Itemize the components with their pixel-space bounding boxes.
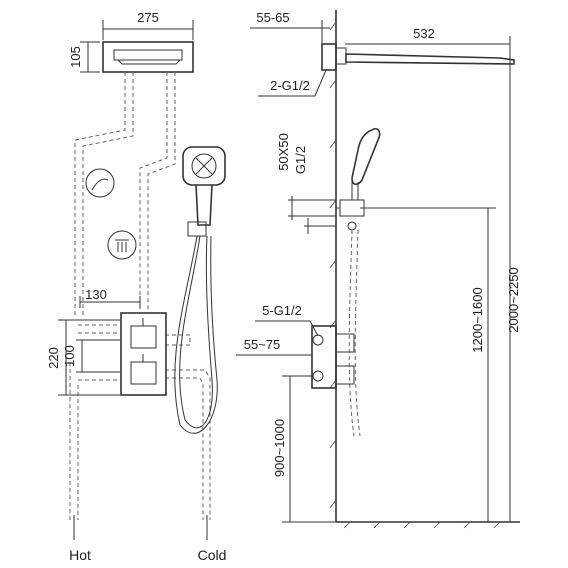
label-2-g12: 2-G1/2 <box>258 69 327 97</box>
dim-900-1000: 900~1000 <box>272 375 336 523</box>
bracket-dim-text: 50X50 <box>276 133 291 171</box>
dim-valve-width-text: 130 <box>85 287 107 302</box>
handset-thread-text: G1/2 <box>293 146 308 174</box>
top-thread-text: 2-G1/2 <box>270 78 310 93</box>
valve-depth-text: 55~75 <box>244 337 281 352</box>
valve-floor-height-text: 900~1000 <box>272 419 287 477</box>
rain-shower-head-front <box>102 41 194 73</box>
valve-plate-front <box>120 312 167 396</box>
dim-height-top-text: 105 <box>68 46 83 68</box>
dim-55-75: 55~75 <box>236 337 313 364</box>
dim-532: 532 <box>345 26 511 62</box>
dim-arm-length-text: 532 <box>413 26 435 41</box>
supply-pipes <box>73 515 208 540</box>
floor <box>336 521 520 529</box>
dim-valve-spacing-text: 100 <box>62 345 77 367</box>
valve-body-side <box>311 325 355 389</box>
dim-wall-offset-text: 55-65 <box>256 10 289 25</box>
dim-1200-1600: 1200~1600 <box>360 207 496 523</box>
dim-105: 105 <box>68 41 100 73</box>
side-view: 55-65 532 2-G1/2 <box>236 10 521 529</box>
rain-shower-icon <box>85 168 115 198</box>
handset-height-text: 1200~1600 <box>470 287 485 352</box>
wall <box>329 10 337 522</box>
shower-arm-side <box>321 43 515 71</box>
hot-label: Hot <box>69 547 91 563</box>
label-5-g12: 5-G1/2 <box>255 303 319 337</box>
dim-valve-height-text: 220 <box>46 347 61 369</box>
cold-label: Cold <box>198 547 227 563</box>
overhead-shower-icon <box>107 230 137 260</box>
handheld-shower-icon <box>174 146 226 434</box>
dim-50x50: 50X50 G1/2 <box>276 133 336 234</box>
head-height-text: 2000~2250 <box>506 267 521 332</box>
dim-275: 275 <box>102 10 194 40</box>
valve-thread-text: 5-G1/2 <box>262 303 302 318</box>
dim-220-100: 220 100 <box>46 319 120 396</box>
dim-2000-2250: 2000~2250 <box>502 62 521 523</box>
dim-130: 130 <box>79 287 141 308</box>
dim-55-65: 55-65 <box>250 10 330 44</box>
front-view: 275 105 <box>46 10 226 563</box>
handheld-shower-side <box>336 127 381 437</box>
dim-width-top-text: 275 <box>137 10 159 25</box>
